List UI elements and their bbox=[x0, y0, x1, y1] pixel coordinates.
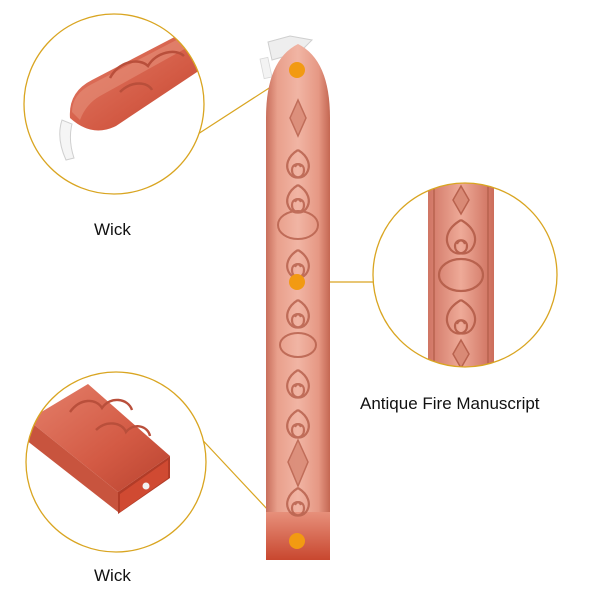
callout-label-wick-bottom: Wick bbox=[94, 566, 131, 585]
closeup-right bbox=[372, 182, 558, 368]
wax-stick bbox=[259, 35, 330, 560]
marker-dot-bottom bbox=[289, 533, 305, 549]
closeup-top-left bbox=[23, 13, 205, 195]
closeup-bottom-left bbox=[25, 371, 207, 553]
callout-label-wick-top: Wick bbox=[94, 220, 131, 239]
callout-label-pattern: Antique Fire Manuscript bbox=[360, 394, 540, 413]
marker-dot-middle bbox=[289, 274, 305, 290]
marker-dot-top bbox=[289, 62, 305, 78]
